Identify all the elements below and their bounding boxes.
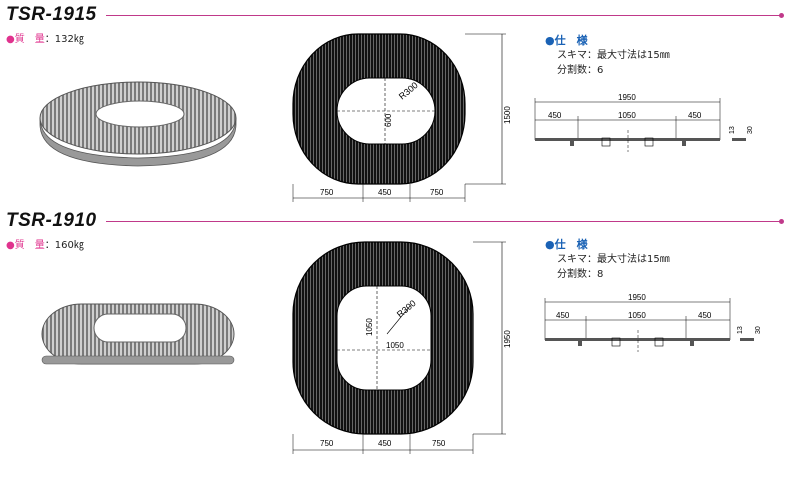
- spec-divisions: 分割数：8: [557, 269, 604, 280]
- spec-divisions: 分割数：6: [557, 65, 604, 76]
- dim-height: 1500: [503, 106, 512, 124]
- spec-heading: ●仕 様: [545, 34, 588, 47]
- side-right: 450: [688, 111, 702, 120]
- weight-value: ：160㎏: [44, 240, 84, 251]
- dim-left: 750: [320, 439, 334, 448]
- side-mid: 1050: [618, 111, 636, 120]
- dim-inner: 600: [384, 113, 393, 127]
- spec-heading: ●仕 様: [545, 238, 588, 251]
- dim-inner-w: 1050: [386, 341, 404, 350]
- product-section-tsr-1910: TSR-1910 ●質 量：160㎏ R300 1050 1050: [0, 206, 787, 458]
- top-view-drawing: R300 1050 1050 1950 750 450 750: [292, 241, 512, 454]
- title-rule: [106, 12, 784, 18]
- side-view-drawing: 1950 450 1050 450 13 30: [534, 93, 754, 152]
- model-title: TSR-1915: [6, 4, 97, 25]
- weight-label: ●質 量: [6, 34, 45, 45]
- dim-left: 750: [320, 188, 334, 197]
- side-total: 1950: [618, 93, 636, 102]
- side-left: 450: [556, 311, 570, 320]
- weight-info: ●質 量：160㎏: [6, 236, 84, 251]
- weight-label: ●質 量: [6, 240, 45, 251]
- spec-gap: スキマ：最大寸法は15㎜: [557, 254, 670, 265]
- side-t2: 30: [747, 126, 754, 134]
- side-t1: 13: [737, 326, 744, 334]
- dim-mid: 450: [378, 188, 392, 197]
- product-section-tsr-1915: TSR-1915 ●質 量：132㎏ R300 600: [0, 0, 787, 220]
- product-photo: [41, 303, 235, 365]
- weight-value: ：132㎏: [44, 34, 84, 45]
- side-mid: 1050: [628, 311, 646, 320]
- product-photo: [39, 81, 237, 167]
- dim-right: 750: [430, 188, 444, 197]
- spec-block: ●仕 様 スキマ：最大寸法は15㎜ 分割数：6: [545, 32, 670, 78]
- side-total: 1950: [628, 293, 646, 302]
- side-right: 450: [698, 311, 712, 320]
- model-title: TSR-1910: [6, 210, 97, 231]
- side-t1: 13: [729, 126, 736, 134]
- spec-gap: スキマ：最大寸法は15㎜: [557, 50, 670, 61]
- side-view-drawing: 1950 450 1050 450 13 30: [544, 293, 762, 352]
- side-t2: 30: [755, 326, 762, 334]
- top-view-drawing: R300 600 1500 750 450 750: [292, 33, 512, 202]
- dim-right: 750: [432, 439, 446, 448]
- spec-block: ●仕 様 スキマ：最大寸法は15㎜ 分割数：8: [545, 236, 670, 282]
- dim-mid: 450: [378, 439, 392, 448]
- dim-inner: 1050: [365, 318, 374, 336]
- dim-height: 1950: [503, 330, 512, 348]
- title-rule: [106, 218, 784, 224]
- side-left: 450: [548, 111, 562, 120]
- weight-info: ●質 量：132㎏: [6, 30, 84, 45]
